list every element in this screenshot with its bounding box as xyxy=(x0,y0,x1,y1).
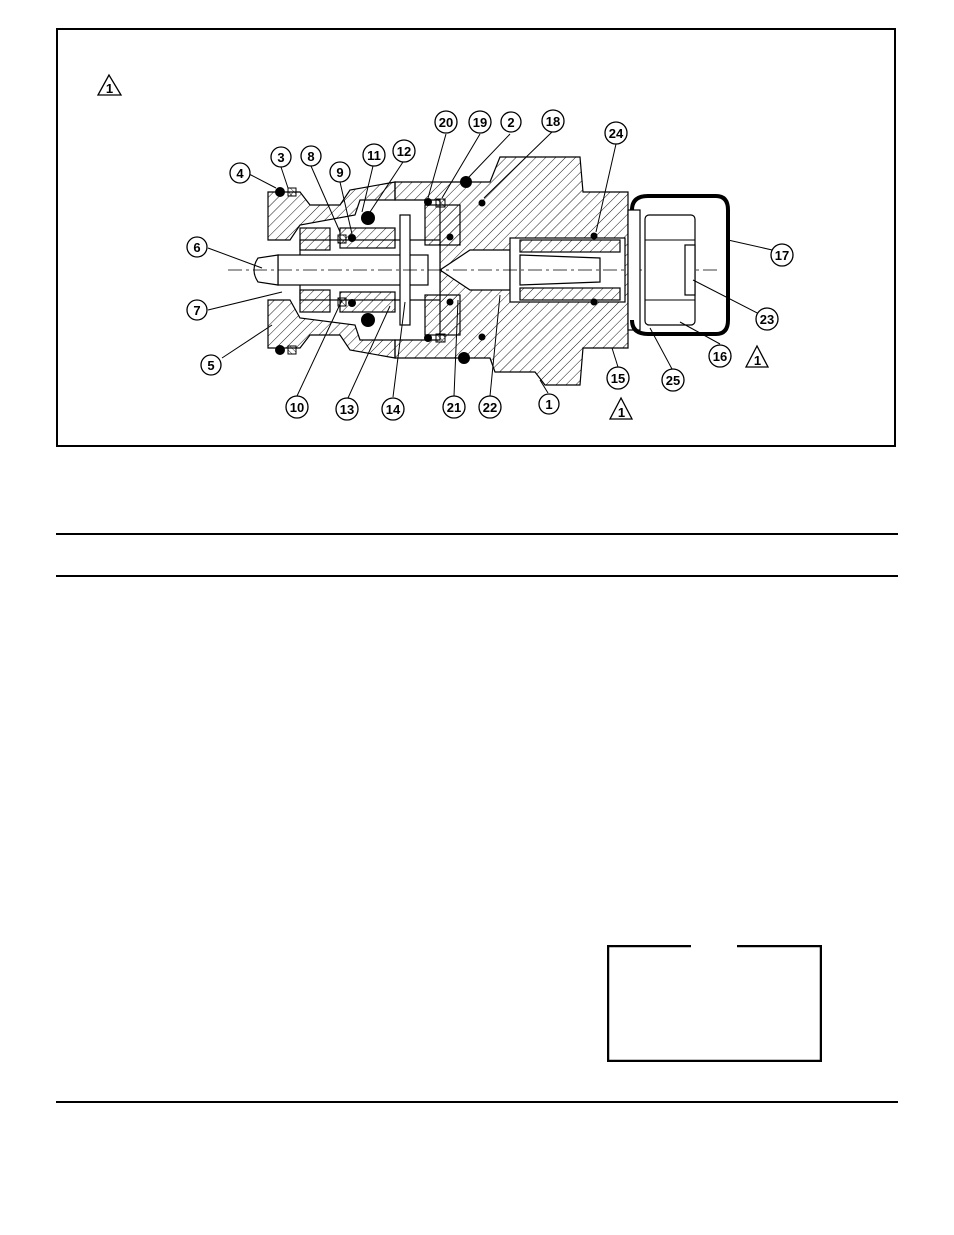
callout-14: 14 xyxy=(381,397,405,421)
svg-text:24: 24 xyxy=(609,126,624,141)
callout-18: 18 xyxy=(541,109,565,133)
callout-9: 9 xyxy=(329,161,351,183)
callout-10: 10 xyxy=(285,395,309,419)
callout-24: 24 xyxy=(604,121,628,145)
callout-20: 20 xyxy=(434,110,458,134)
svg-text:2: 2 xyxy=(507,115,514,130)
callout-4: 4 xyxy=(229,162,251,184)
svg-text:9: 9 xyxy=(336,165,343,180)
revision-flag-top-left: 1 xyxy=(96,73,123,96)
svg-text:8: 8 xyxy=(307,149,314,164)
svg-text:17: 17 xyxy=(775,248,789,263)
leader-lines xyxy=(207,131,782,399)
valve-cross-section-diagram: 1 xyxy=(96,73,794,421)
callout-23: 23 xyxy=(755,307,779,331)
svg-text:10: 10 xyxy=(290,400,304,415)
revision-flag-right: 1 xyxy=(744,344,770,368)
svg-text:13: 13 xyxy=(340,402,354,417)
svg-text:3: 3 xyxy=(277,150,284,165)
callout-12: 12 xyxy=(392,139,416,163)
svg-text:1: 1 xyxy=(545,397,552,412)
callout-7: 7 xyxy=(186,299,208,321)
svg-text:22: 22 xyxy=(483,400,497,415)
svg-text:20: 20 xyxy=(439,115,453,130)
figure-frame xyxy=(56,28,896,447)
svg-text:16: 16 xyxy=(713,349,727,364)
callout-15: 15 xyxy=(606,366,630,390)
section-rule-top xyxy=(56,533,898,535)
callout-16: 16 xyxy=(708,344,732,368)
svg-text:5: 5 xyxy=(207,358,214,373)
svg-text:4: 4 xyxy=(236,166,244,181)
svg-text:14: 14 xyxy=(386,402,401,417)
callout-13: 13 xyxy=(335,397,359,421)
svg-text:21: 21 xyxy=(447,400,461,415)
section-rule-bottom xyxy=(56,1101,898,1103)
section-rule-middle xyxy=(56,575,898,577)
svg-text:18: 18 xyxy=(546,114,560,129)
callout-3: 3 xyxy=(270,146,292,168)
svg-text:7: 7 xyxy=(193,303,200,318)
svg-text:19: 19 xyxy=(473,115,487,130)
callout-21: 21 xyxy=(442,395,466,419)
callout-17: 17 xyxy=(770,243,794,267)
note-box xyxy=(607,945,822,1062)
svg-text:12: 12 xyxy=(397,144,411,159)
callout-6: 6 xyxy=(186,236,208,258)
callout-11: 11 xyxy=(362,143,386,167)
callout-22: 22 xyxy=(478,395,502,419)
svg-text:1: 1 xyxy=(754,353,761,368)
svg-text:6: 6 xyxy=(193,240,200,255)
revision-flag-bottom: 1 xyxy=(608,396,634,420)
callout-2: 2 xyxy=(500,111,522,133)
svg-text:11: 11 xyxy=(367,148,381,163)
svg-text:1: 1 xyxy=(106,81,113,96)
valve-body xyxy=(228,156,730,386)
callout-1: 1 xyxy=(538,393,560,415)
callout-25: 25 xyxy=(661,368,685,392)
svg-text:15: 15 xyxy=(611,371,625,386)
callout-19: 19 xyxy=(468,110,492,134)
callout-5: 5 xyxy=(200,354,222,376)
svg-text:23: 23 xyxy=(760,312,774,327)
callout-8: 8 xyxy=(300,145,322,167)
svg-text:25: 25 xyxy=(666,373,680,388)
svg-text:1: 1 xyxy=(618,405,625,420)
